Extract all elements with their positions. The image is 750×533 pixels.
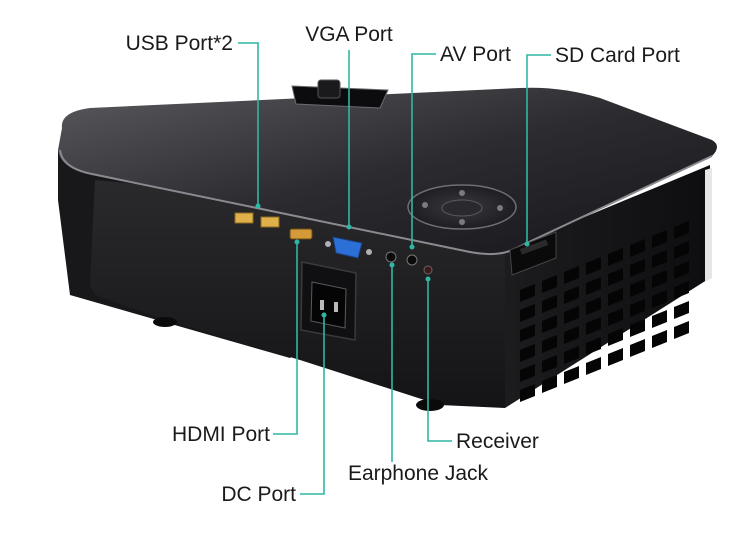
dc-leader-dot [321, 312, 327, 318]
vent-slot [630, 239, 645, 257]
vent-slot [542, 335, 557, 353]
vent-slot [520, 304, 535, 322]
keypad-button [497, 205, 503, 211]
vent-slot [608, 268, 623, 286]
vent-slot [586, 257, 601, 275]
hdmi-port [289, 228, 313, 240]
dc-pin [334, 302, 338, 312]
sd-card-port-label: SD Card Port [555, 44, 680, 67]
ir-receiver [423, 265, 433, 275]
vent-grille [520, 221, 689, 402]
vent-slot [520, 384, 535, 402]
usb-port-label: USB Port*2 [126, 32, 233, 55]
dc-leader [300, 316, 325, 495]
vent-slot [586, 297, 601, 315]
receiver-leader-dot [425, 276, 431, 282]
usb-leader [238, 42, 259, 205]
foot [416, 399, 444, 411]
sd-leader-dot [524, 241, 530, 247]
vent-slot [608, 328, 623, 346]
vent-slot [630, 259, 645, 277]
vga-screw [366, 249, 372, 255]
foot [153, 317, 177, 327]
sd-leader [526, 54, 551, 243]
av-port-label: AV Port [440, 43, 511, 66]
vent-slot [652, 270, 667, 288]
vent-slot [542, 295, 557, 313]
dc-pin [320, 300, 324, 310]
hdmi-port-label: HDMI Port [172, 423, 270, 446]
leader-lines [238, 42, 551, 495]
earphone-leader-dot [389, 262, 395, 268]
vent-slot [564, 286, 579, 304]
vent-slot [608, 248, 623, 266]
vent-slot [542, 355, 557, 373]
vent-slot [674, 261, 689, 279]
projector-body [58, 79, 717, 411]
vent-slot [564, 306, 579, 324]
vent-slot [542, 375, 557, 393]
vga-port [332, 236, 363, 259]
usb-port-2 [260, 216, 280, 228]
vent-slot [608, 288, 623, 306]
hdmi-leader-dot [294, 239, 300, 245]
av-jack [406, 254, 418, 266]
vent-slot [674, 241, 689, 259]
top-surface [58, 87, 717, 254]
callout-labels: USB Port*2 VGA Port AV Port SD Card Port… [126, 23, 680, 506]
vga-leader-dot [346, 224, 352, 230]
right-trim [705, 168, 712, 282]
vent-slot [542, 275, 557, 293]
vent-slot [520, 344, 535, 362]
av-leader-dot [409, 244, 415, 250]
vent-slot [652, 230, 667, 248]
vent-slot [586, 317, 601, 335]
vent-slot [630, 319, 645, 337]
vent-slot [630, 279, 645, 297]
keypad-button [459, 219, 465, 225]
av-leader [411, 53, 436, 246]
top-lens-knob [317, 79, 341, 99]
vent-slot [652, 330, 667, 348]
vent-slot [674, 281, 689, 299]
vga-port-label: VGA Port [305, 23, 393, 46]
keypad-button [422, 202, 428, 208]
vent-slot [520, 284, 535, 302]
vent-slot [520, 324, 535, 342]
keypad-center [441, 199, 483, 217]
vent-slot [542, 315, 557, 333]
vent-slot [586, 277, 601, 295]
vent-slot [520, 364, 535, 382]
dc-socket [310, 281, 347, 329]
vent-slot [564, 346, 579, 364]
earphone-jack [385, 251, 397, 263]
vent-slot [630, 339, 645, 357]
earphone-jack-label: Earphone Jack [348, 462, 489, 485]
sd-card-opening [519, 239, 549, 255]
vent-slot [674, 301, 689, 319]
vent-slot [630, 299, 645, 317]
keypad-button [459, 190, 465, 196]
dc-port-label: DC Port [221, 483, 296, 506]
receiver-label: Receiver [456, 430, 539, 453]
vent-slot [608, 308, 623, 326]
usb-leader-dot [255, 203, 261, 209]
hdmi-leader [273, 243, 298, 435]
vent-slot [586, 337, 601, 355]
vent-slot [608, 348, 623, 366]
vent-slot [564, 366, 579, 384]
top-edge-highlight [59, 149, 713, 256]
vent-slot [652, 290, 667, 308]
vent-slot [674, 321, 689, 339]
vent-slot [652, 310, 667, 328]
vga-screw [325, 241, 331, 247]
vent-slot [564, 326, 579, 344]
vent-slot [586, 357, 601, 375]
vent-slot [674, 221, 689, 239]
usb-port-1 [234, 212, 254, 224]
receiver-leader [427, 280, 452, 442]
vent-slot [652, 250, 667, 268]
vent-slot [564, 266, 579, 284]
